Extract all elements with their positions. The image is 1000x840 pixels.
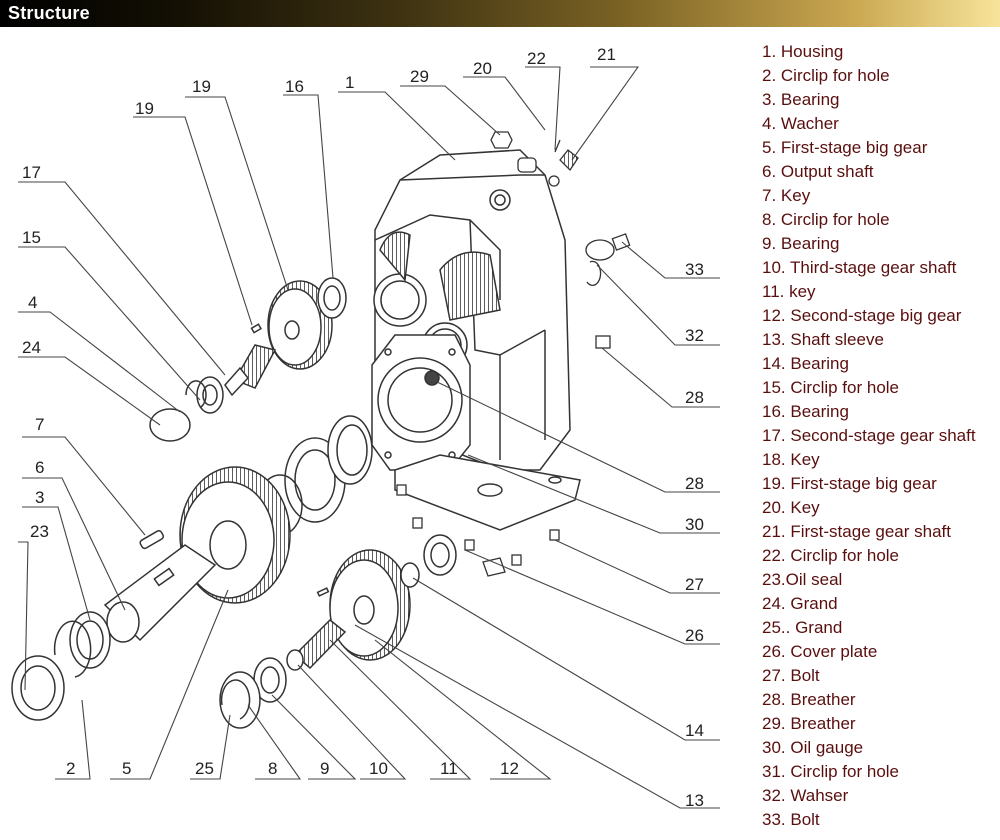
- callout-16: 16: [285, 77, 304, 96]
- callout-33: 33: [685, 260, 704, 279]
- second-stage-shaft-drawing: [224, 323, 277, 397]
- part-item: 26. Cover plate: [762, 642, 878, 661]
- bearing-15-drawing: [185, 376, 224, 414]
- callout-21: 21: [597, 45, 616, 64]
- callout-1: 1: [345, 73, 354, 92]
- part-item: 19. First-stage big gear: [762, 474, 937, 493]
- part-item: 5. First-stage big gear: [762, 138, 928, 157]
- part-item: 31. Circlip for hole: [762, 762, 900, 781]
- callout-27: 27: [685, 575, 704, 594]
- part-item: 4. Wacher: [762, 114, 839, 133]
- exploded-diagram: 1 29 20 22 21 19 19 16 17 15 4 24 7 6 3 …: [11, 45, 720, 810]
- part-item: 30. Oil gauge: [762, 738, 864, 757]
- part-item: 2. Circlip for hole: [762, 66, 890, 85]
- callout-10: 10: [369, 759, 388, 778]
- callout-28-a: 28: [685, 388, 704, 407]
- leader-lines: [18, 66, 720, 809]
- callout-2: 2: [66, 759, 75, 778]
- part-item: 16. Bearing: [762, 402, 849, 421]
- callout-17: 17: [22, 163, 41, 182]
- header-title: Structure: [8, 3, 90, 23]
- callout-8: 8: [268, 759, 277, 778]
- output-shaft-drawing: [103, 530, 217, 643]
- parts-legend: 1. Housing 2. Circlip for hole 3. Bearin…: [762, 40, 976, 832]
- callout-25: 25: [195, 759, 214, 778]
- part-item: 29. Breather: [762, 714, 856, 733]
- third-stage-shaft-drawing: [286, 618, 347, 671]
- callout-23: 23: [30, 522, 49, 541]
- part-item: 33. Bolt: [762, 810, 820, 829]
- header-bar: Structure: [0, 0, 1000, 27]
- part-item: 20. Key: [762, 498, 820, 517]
- callout-3: 3: [35, 488, 44, 507]
- bearing-16-drawing: [317, 277, 347, 319]
- left-seal-bearings-drawing: [11, 611, 111, 721]
- part-item: 17. Second-stage gear shaft: [762, 426, 976, 445]
- bearing-14-drawing: [400, 534, 457, 588]
- part-item: 9. Bearing: [762, 234, 840, 253]
- callout-4: 4: [28, 293, 37, 312]
- part-item: 27. Bolt: [762, 666, 820, 685]
- part-item: 32. Wahser: [762, 786, 849, 805]
- first-stage-big-gear-top: [267, 280, 333, 370]
- callout-13: 13: [685, 791, 704, 810]
- part-item: 1. Housing: [762, 42, 844, 61]
- part-item: 24. Grand: [762, 594, 838, 613]
- part-item: 22. Circlip for hole: [762, 546, 900, 565]
- callout-22: 22: [527, 49, 546, 68]
- callout-11: 11: [440, 759, 458, 778]
- callout-19-b: 19: [192, 77, 211, 96]
- callout-5: 5: [122, 759, 131, 778]
- callout-9: 9: [320, 759, 329, 778]
- part-item: 23.Oil seal: [762, 570, 843, 589]
- part-item: 11. key: [762, 282, 816, 301]
- part-item: 6. Output shaft: [762, 162, 874, 181]
- callout-15: 15: [22, 228, 41, 247]
- callout-6: 6: [35, 458, 44, 477]
- callout-26: 26: [685, 626, 704, 645]
- part-item: 18. Key: [762, 450, 820, 469]
- cover-flange-drawing: [371, 334, 471, 471]
- second-stage-big-gear-12: [316, 549, 411, 661]
- part-item: 14. Bearing: [762, 354, 849, 373]
- mid-bearings-drawing: [257, 415, 373, 536]
- part-item: 21. First-stage gear shaft: [762, 522, 951, 541]
- bearings-8-9-drawing: [219, 657, 287, 729]
- callout-32: 32: [685, 326, 704, 345]
- callout-30: 30: [685, 515, 704, 534]
- callout-12: 12: [500, 759, 519, 778]
- callout-19-a: 19: [135, 99, 154, 118]
- callout-28-b: 28: [685, 474, 704, 493]
- part-item: 10. Third-stage gear shaft: [762, 258, 957, 277]
- part-item: 3. Bearing: [762, 90, 840, 109]
- base-plate-drawing: [394, 454, 581, 531]
- callout-29: 29: [410, 67, 429, 86]
- part-item: 7. Key: [762, 186, 811, 205]
- callout-24: 24: [22, 338, 41, 357]
- callout-labels: 1 29 20 22 21 19 19 16 17 15 4 24 7 6 3 …: [22, 45, 704, 810]
- callout-14: 14: [685, 721, 704, 740]
- callout-7: 7: [35, 415, 44, 434]
- small-fasteners-drawing: [396, 131, 631, 577]
- part-item: 12. Second-stage big gear: [762, 306, 962, 325]
- part-item: 15. Circlip for hole: [762, 378, 900, 397]
- part-item: 8. Circlip for hole: [762, 210, 890, 229]
- callout-20: 20: [473, 59, 492, 78]
- part-item: 25.. Grand: [762, 618, 843, 637]
- part-item: 28. Breather: [762, 690, 856, 709]
- grand-24-drawing: [149, 408, 191, 442]
- part-item: 13. Shaft sleeve: [762, 330, 884, 349]
